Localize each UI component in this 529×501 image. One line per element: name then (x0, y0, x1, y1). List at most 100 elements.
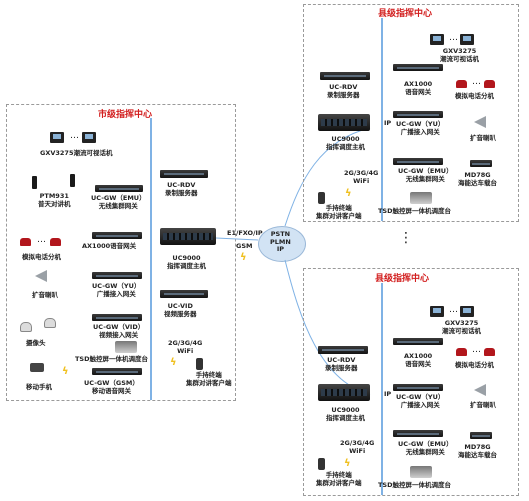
city-camera-icon-1 (20, 322, 32, 332)
city-vid-gw-device (92, 314, 142, 321)
city-phone-label: 模拟电话分机 (22, 253, 61, 261)
county-panel-bottom (303, 268, 519, 496)
city-ellipsis-1: … (70, 131, 79, 141)
city-vid-gw-label: UC-GW（VID）视频接入网关 (93, 323, 145, 339)
county-bottom-bus (381, 283, 383, 495)
city-command-panel (6, 104, 236, 401)
county-bottom-title: 县级指挥中心 (375, 274, 430, 284)
city-phone-icon-2 (50, 238, 61, 246)
county-top-emu-device (393, 158, 443, 165)
county-top-video-phone-1 (430, 34, 444, 45)
county-top-bus (381, 18, 383, 221)
city-phone-icon-1 (20, 238, 31, 246)
city-ellipsis-2: … (37, 235, 46, 245)
city-tsd-label: TSD触控屏一体机调度台 (75, 355, 149, 363)
county-bottom-handset-icon (318, 458, 325, 470)
city-emu-label: UC-GW（EMU）无线集群网关 (91, 194, 146, 210)
city-vid-server-device (160, 290, 208, 298)
county-bottom-yu-label: UC-GW（YU）广播接入网关 (396, 393, 445, 409)
county-bottom-video-phone-2 (460, 306, 474, 317)
county-top-uc9000-device (318, 114, 370, 131)
county-top-horn-icon (474, 116, 486, 128)
city-rdv-device (160, 170, 208, 178)
city-panel-title: 市级指挥中心 (98, 110, 153, 120)
link-gsm-bolt-icon: ϟ (240, 252, 247, 263)
city-emu-device (95, 185, 143, 192)
county-bottom-tsd-console (410, 466, 432, 478)
county-top-phone-label: 模拟电话分机 (455, 92, 494, 100)
county-bottom-phone-icon-1 (456, 348, 467, 356)
city-uc9000-device (160, 228, 216, 245)
city-handset-icon (196, 358, 203, 370)
city-yu-label: UC-GW（YU）广播接入网关 (92, 282, 141, 298)
county-top-wifi-bolt-icon: ϟ (345, 188, 352, 199)
county-top-rdv-device (320, 72, 370, 80)
city-mobile-icon (30, 363, 44, 372)
county-top-ellipsis-2: … (472, 77, 481, 87)
county-top-handset-icon (318, 192, 325, 204)
link-gsm-label: GSM (236, 242, 253, 250)
county-panel-top (303, 4, 519, 222)
county-top-ip-label: IP (384, 119, 392, 127)
county-bottom-tsd-label: TSD触控屏一体机调度台 (378, 481, 452, 489)
county-top-phone-icon-1 (456, 80, 467, 88)
city-radio-icon-1 (32, 176, 37, 189)
city-ax1000-device (92, 232, 142, 239)
city-ax1000-label: AX1000语音网关 (82, 242, 137, 250)
county-top-tsd-label: TSD触控屏一体机调度台 (378, 207, 452, 215)
county-top-title: 县级指挥中心 (378, 9, 433, 19)
county-bottom-emu-label: UC-GW（EMU）无线集群网关 (398, 440, 453, 456)
county-top-md78g-device (470, 160, 492, 167)
county-top-emu-label: UC-GW（EMU）无线集群网关 (398, 167, 453, 183)
county-top-ax1000-device (393, 64, 443, 71)
county-bottom-ellipsis-2: … (472, 345, 481, 355)
county-top-yu-label: UC-GW（YU）广播接入网关 (396, 120, 445, 136)
county-top-terminal-label: 手持终端集群对讲客户端 (316, 204, 362, 220)
city-gsm-device (92, 368, 142, 375)
county-bottom-video-phone-1 (430, 306, 444, 317)
county-bottom-phone-icon-2 (484, 348, 495, 356)
link-e1-label: E1/FXO/IP (227, 229, 263, 237)
county-bottom-terminal-label: 手持终端集群对讲客户端 (316, 471, 362, 487)
city-horn-icon (35, 270, 47, 282)
county-bottom-wifi-bolt-icon: ϟ (344, 458, 351, 469)
county-bottom-yu-device (393, 384, 443, 391)
county-bottom-phone-label: 模拟电话分机 (455, 361, 494, 369)
city-tsd-console (115, 341, 137, 353)
county-bottom-rdv-device (318, 346, 368, 354)
county-bottom-ax1000-device (393, 338, 443, 345)
pstn-cloud (258, 226, 306, 262)
city-video-phone-2 (82, 132, 96, 143)
county-bottom-ellipsis-1: … (449, 305, 458, 315)
county-top-horn-label: 扩音喇叭 (470, 134, 496, 142)
city-horn-label: 扩音喇叭 (32, 291, 58, 299)
vertical-ellipsis: ⋮ (399, 230, 413, 246)
county-bottom-horn-label: 扩音喇叭 (470, 401, 496, 409)
county-bottom-md78g-device (470, 432, 492, 439)
county-top-video-phone-2 (460, 34, 474, 45)
city-gsm-label: UC-GW（GSM）移动语音网关 (84, 379, 139, 395)
county-top-phone-icon-2 (484, 80, 495, 88)
county-top-yu-device (393, 111, 443, 118)
county-bottom-ip-label: IP (384, 390, 392, 398)
city-camera-label: 摄像头 (26, 339, 46, 347)
county-bottom-horn-icon (474, 384, 486, 396)
city-terminal-label: 手持终端集群对讲客户端 (186, 371, 232, 387)
city-gsm-bolt-icon: ϟ (62, 366, 69, 377)
city-mobile-label: 移动手机 (26, 383, 52, 391)
